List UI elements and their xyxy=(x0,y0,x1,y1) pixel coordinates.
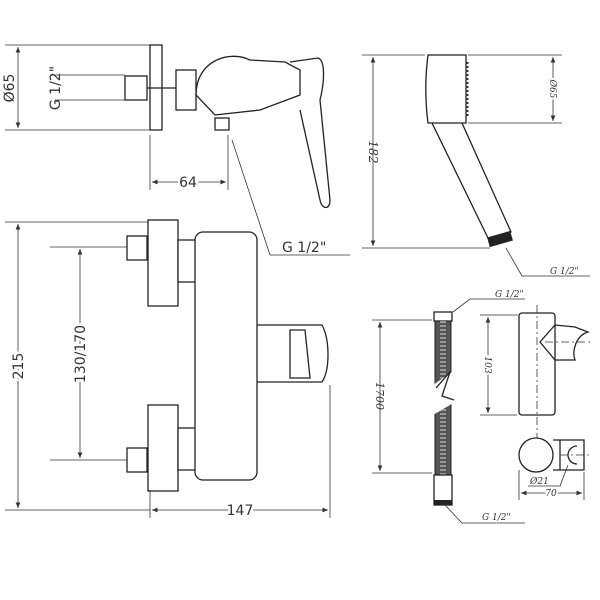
dim-width: 147 xyxy=(227,503,254,519)
dim-holder-width: 70 xyxy=(545,489,557,499)
mixer-top-view: Ø65 G 1/2" 64 G 1/2" xyxy=(2,44,350,256)
shower-hose: G 1/2" G 1/2" 1700 xyxy=(372,290,525,524)
dim-diameter-top: Ø65 xyxy=(2,74,18,103)
dim-centers: 130/170 xyxy=(73,325,89,383)
thread-callout-mixer: G 1/2" xyxy=(282,240,326,256)
shower-holder: 103 Ø21 70 xyxy=(480,305,592,501)
thread-callout-hose-bottom: G 1/2" xyxy=(482,513,511,523)
dim-hose-length: 1700 xyxy=(373,382,386,410)
dim-depth: 64 xyxy=(179,175,197,191)
hand-shower: 182 Ø65 G 1/2" xyxy=(362,54,590,277)
dim-shower-diameter: Ø65 xyxy=(547,79,558,99)
dim-shower-length: 182 xyxy=(366,141,380,164)
thread-callout-shower: G 1/2" xyxy=(550,267,579,277)
dim-thread-top: G 1/2" xyxy=(48,66,64,110)
mixer-front-view: 215 130/170 147 xyxy=(5,219,331,522)
dim-holder-height: 103 xyxy=(482,356,492,373)
dim-holder-bore: Ø21 xyxy=(529,476,549,487)
thread-callout-hose-top: G 1/2" xyxy=(495,290,524,300)
dim-height: 215 xyxy=(11,353,27,380)
